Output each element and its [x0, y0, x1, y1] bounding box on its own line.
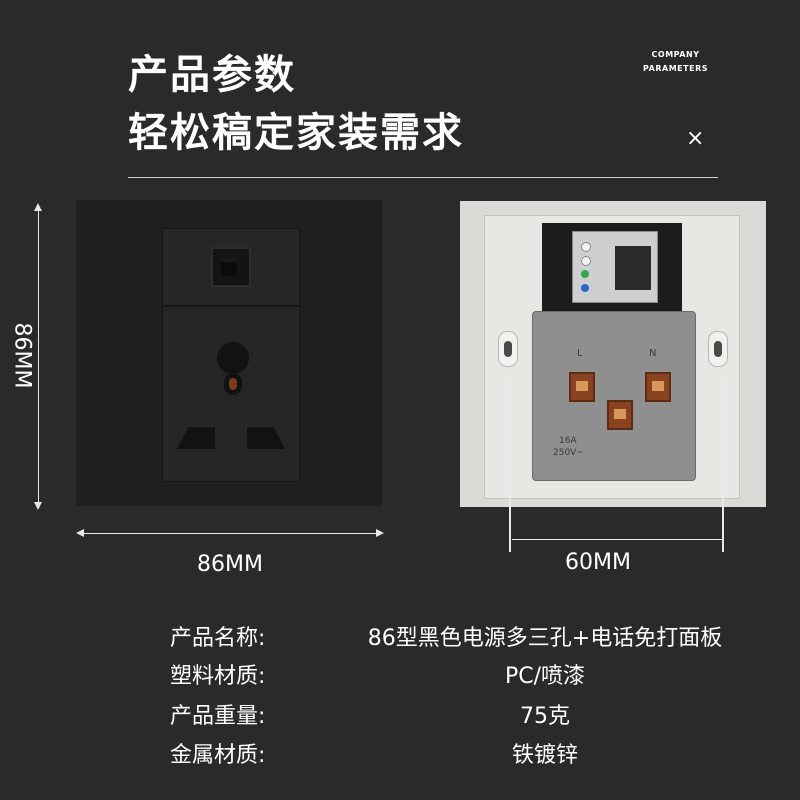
- company-label: COMPANY: [651, 50, 700, 59]
- terminal-neutral-icon: [645, 372, 671, 402]
- header-divider: [128, 177, 718, 178]
- terminal-earth-icon: [607, 400, 633, 430]
- arrow-up-icon: [34, 203, 42, 211]
- spec-row-metal: 金属材质: 铁镀锌: [170, 737, 790, 768]
- spec-label: 塑料材质:: [170, 664, 266, 689]
- arrow-right-icon: [376, 529, 384, 537]
- screw-slot-right-icon: [708, 331, 728, 367]
- spec-value: 86型黑色电源多三孔+电话免打面板: [367, 626, 723, 651]
- round-hole-lower-icon: [224, 373, 242, 395]
- rating-current: 16A: [559, 436, 577, 446]
- rear-socket-body: L N 16A 250V~: [532, 311, 696, 481]
- screw-slot-left-icon: [498, 331, 518, 367]
- spec-value: PC/喷漆: [504, 664, 586, 689]
- round-hole-icon: [217, 342, 249, 374]
- front-panel-image: [76, 200, 382, 506]
- arrow-left-icon: [76, 529, 84, 537]
- neutral-label: N: [649, 348, 657, 359]
- spec-value: 铁镀锌: [511, 743, 578, 768]
- spec-row-weight: 产品重量: 75克: [170, 698, 790, 729]
- terminal-live-icon: [569, 372, 595, 402]
- phone-jack-icon: [211, 247, 251, 287]
- page-title-line-2: 轻松稿定家装需求: [128, 110, 464, 156]
- front-width-label: 86MM: [197, 552, 263, 577]
- rear-dimension-right-tick: [722, 376, 724, 552]
- rear-phone-housing: [542, 223, 682, 315]
- rear-dimension-left-tick: [509, 376, 511, 552]
- live-label: L: [577, 348, 583, 359]
- flat-slot-left-icon: [177, 427, 215, 449]
- company-parameters-label: COMPANY PARAMETERS: [643, 48, 708, 76]
- spec-row-name: 产品名称: 86型黑色电源多三孔+电话免打面板: [170, 620, 790, 651]
- spec-label: 金属材质:: [170, 743, 266, 768]
- rear-width-label: 60MM: [565, 550, 631, 575]
- rear-phone-jack: [572, 231, 658, 303]
- height-dimension-line: [38, 207, 39, 507]
- spec-value: 75克: [520, 704, 570, 729]
- spec-label: 产品名称:: [170, 626, 266, 651]
- spec-row-plastic: 塑料材质: PC/喷漆: [170, 658, 790, 689]
- rating-voltage: 250V~: [553, 448, 584, 458]
- parameters-label: PARAMETERS: [643, 64, 708, 73]
- power-socket-module: [162, 306, 300, 482]
- page-title-line-1: 产品参数: [128, 52, 296, 98]
- spec-label: 产品重量:: [170, 704, 266, 729]
- close-icon: ×: [686, 126, 705, 151]
- front-height-label: 86MM: [9, 322, 35, 389]
- rear-panel-image: L N 16A 250V~: [460, 201, 766, 507]
- rear-width-dimension-line: [512, 539, 724, 540]
- flat-slot-right-icon: [247, 427, 285, 449]
- arrow-down-icon: [34, 502, 42, 510]
- phone-module: [162, 228, 300, 306]
- width-dimension-line: [80, 533, 380, 534]
